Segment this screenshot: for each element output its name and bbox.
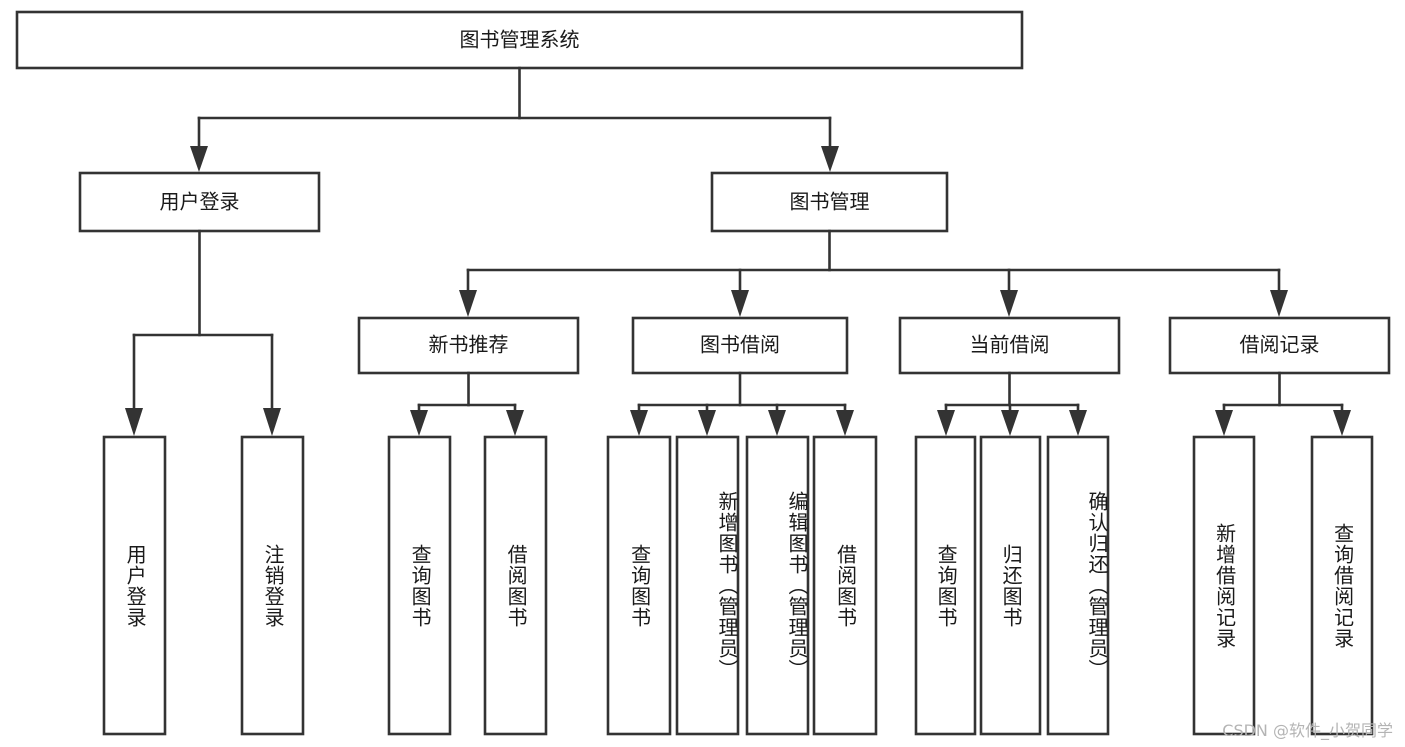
node-borrow-record-label: 借阅记录 bbox=[1240, 333, 1320, 357]
arrow-root-to-book-manage bbox=[821, 146, 839, 172]
node-book-borrow[interactable]: 图书借阅 bbox=[631, 316, 849, 375]
arrow-to-borrow-record bbox=[1270, 290, 1288, 317]
leaf-box-edit-book[interactable] bbox=[745, 435, 810, 736]
arrow-to-leaf-query-book-nb bbox=[410, 410, 428, 436]
node-new-book-box[interactable] bbox=[357, 316, 580, 375]
node-current-borrow[interactable]: 当前借阅 bbox=[898, 316, 1121, 375]
arrow-to-leaf-return-book bbox=[1001, 410, 1019, 436]
leaf-box-query-book-bb[interactable] bbox=[606, 435, 672, 736]
arrow-to-leaf-borrow-book-bb bbox=[836, 410, 854, 436]
leaf-box-user-login[interactable] bbox=[102, 435, 167, 736]
arrow-to-book-borrow bbox=[731, 290, 749, 317]
arrow-to-current-borrow bbox=[1000, 290, 1018, 317]
node-root-label: 图书管理系统 bbox=[460, 28, 580, 52]
leaf-box-query-book-nb[interactable] bbox=[387, 435, 452, 736]
leaf-box-add-book[interactable] bbox=[675, 435, 740, 736]
arrow-to-leaf-user-login bbox=[125, 408, 143, 436]
node-new-book[interactable]: 新书推荐 bbox=[357, 316, 580, 375]
arrow-root-to-user-login bbox=[190, 146, 208, 172]
arrow-to-leaf-logout bbox=[263, 408, 281, 436]
leaf-box-confirm-return[interactable] bbox=[1046, 435, 1110, 736]
arrow-to-new-book bbox=[459, 290, 477, 317]
arrow-to-leaf-edit-book bbox=[768, 410, 786, 436]
node-new-book-label: 新书推荐 bbox=[429, 333, 509, 357]
leaf-box-query-record[interactable] bbox=[1310, 435, 1374, 736]
arrow-to-leaf-query-book-bb bbox=[630, 410, 648, 436]
leaf-box-add-record[interactable] bbox=[1192, 435, 1256, 736]
node-book-manage-box[interactable] bbox=[710, 171, 949, 233]
node-borrow-record[interactable]: 借阅记录 bbox=[1168, 316, 1391, 375]
leaf-box-return-book[interactable] bbox=[979, 435, 1042, 736]
arrow-to-leaf-query-record bbox=[1333, 410, 1351, 436]
leaf-box-query-book-cb[interactable] bbox=[914, 435, 977, 736]
node-book-borrow-label: 图书借阅 bbox=[700, 333, 780, 357]
node-root-box[interactable] bbox=[15, 10, 1024, 70]
node-book-manage-label: 图书管理 bbox=[790, 190, 870, 214]
node-user-login-label: 用户登录 bbox=[160, 190, 240, 214]
arrow-to-leaf-borrow-book-nb bbox=[506, 410, 524, 436]
node-book-borrow-box[interactable] bbox=[631, 316, 849, 375]
node-book-manage[interactable]: 图书管理 bbox=[710, 171, 949, 233]
node-current-borrow-box[interactable] bbox=[898, 316, 1121, 375]
node-current-borrow-label: 当前借阅 bbox=[970, 333, 1050, 357]
arrow-to-leaf-confirm-return bbox=[1069, 410, 1087, 436]
leaf-box-logout[interactable] bbox=[240, 435, 305, 736]
arrow-to-leaf-add-book bbox=[698, 410, 716, 436]
arrow-to-leaf-query-book-cb bbox=[937, 410, 955, 436]
leaf-box-borrow-book-bb[interactable] bbox=[812, 435, 878, 736]
watermark-text: CSDN @软件_小贺同学 bbox=[1222, 721, 1393, 740]
node-root[interactable]: 图书管理系统 bbox=[15, 10, 1024, 70]
node-user-login[interactable]: 用户登录 bbox=[78, 171, 321, 233]
node-borrow-record-box[interactable] bbox=[1168, 316, 1391, 375]
leaf-box-borrow-book-nb[interactable] bbox=[483, 435, 548, 736]
arrow-to-leaf-add-record bbox=[1215, 410, 1233, 436]
